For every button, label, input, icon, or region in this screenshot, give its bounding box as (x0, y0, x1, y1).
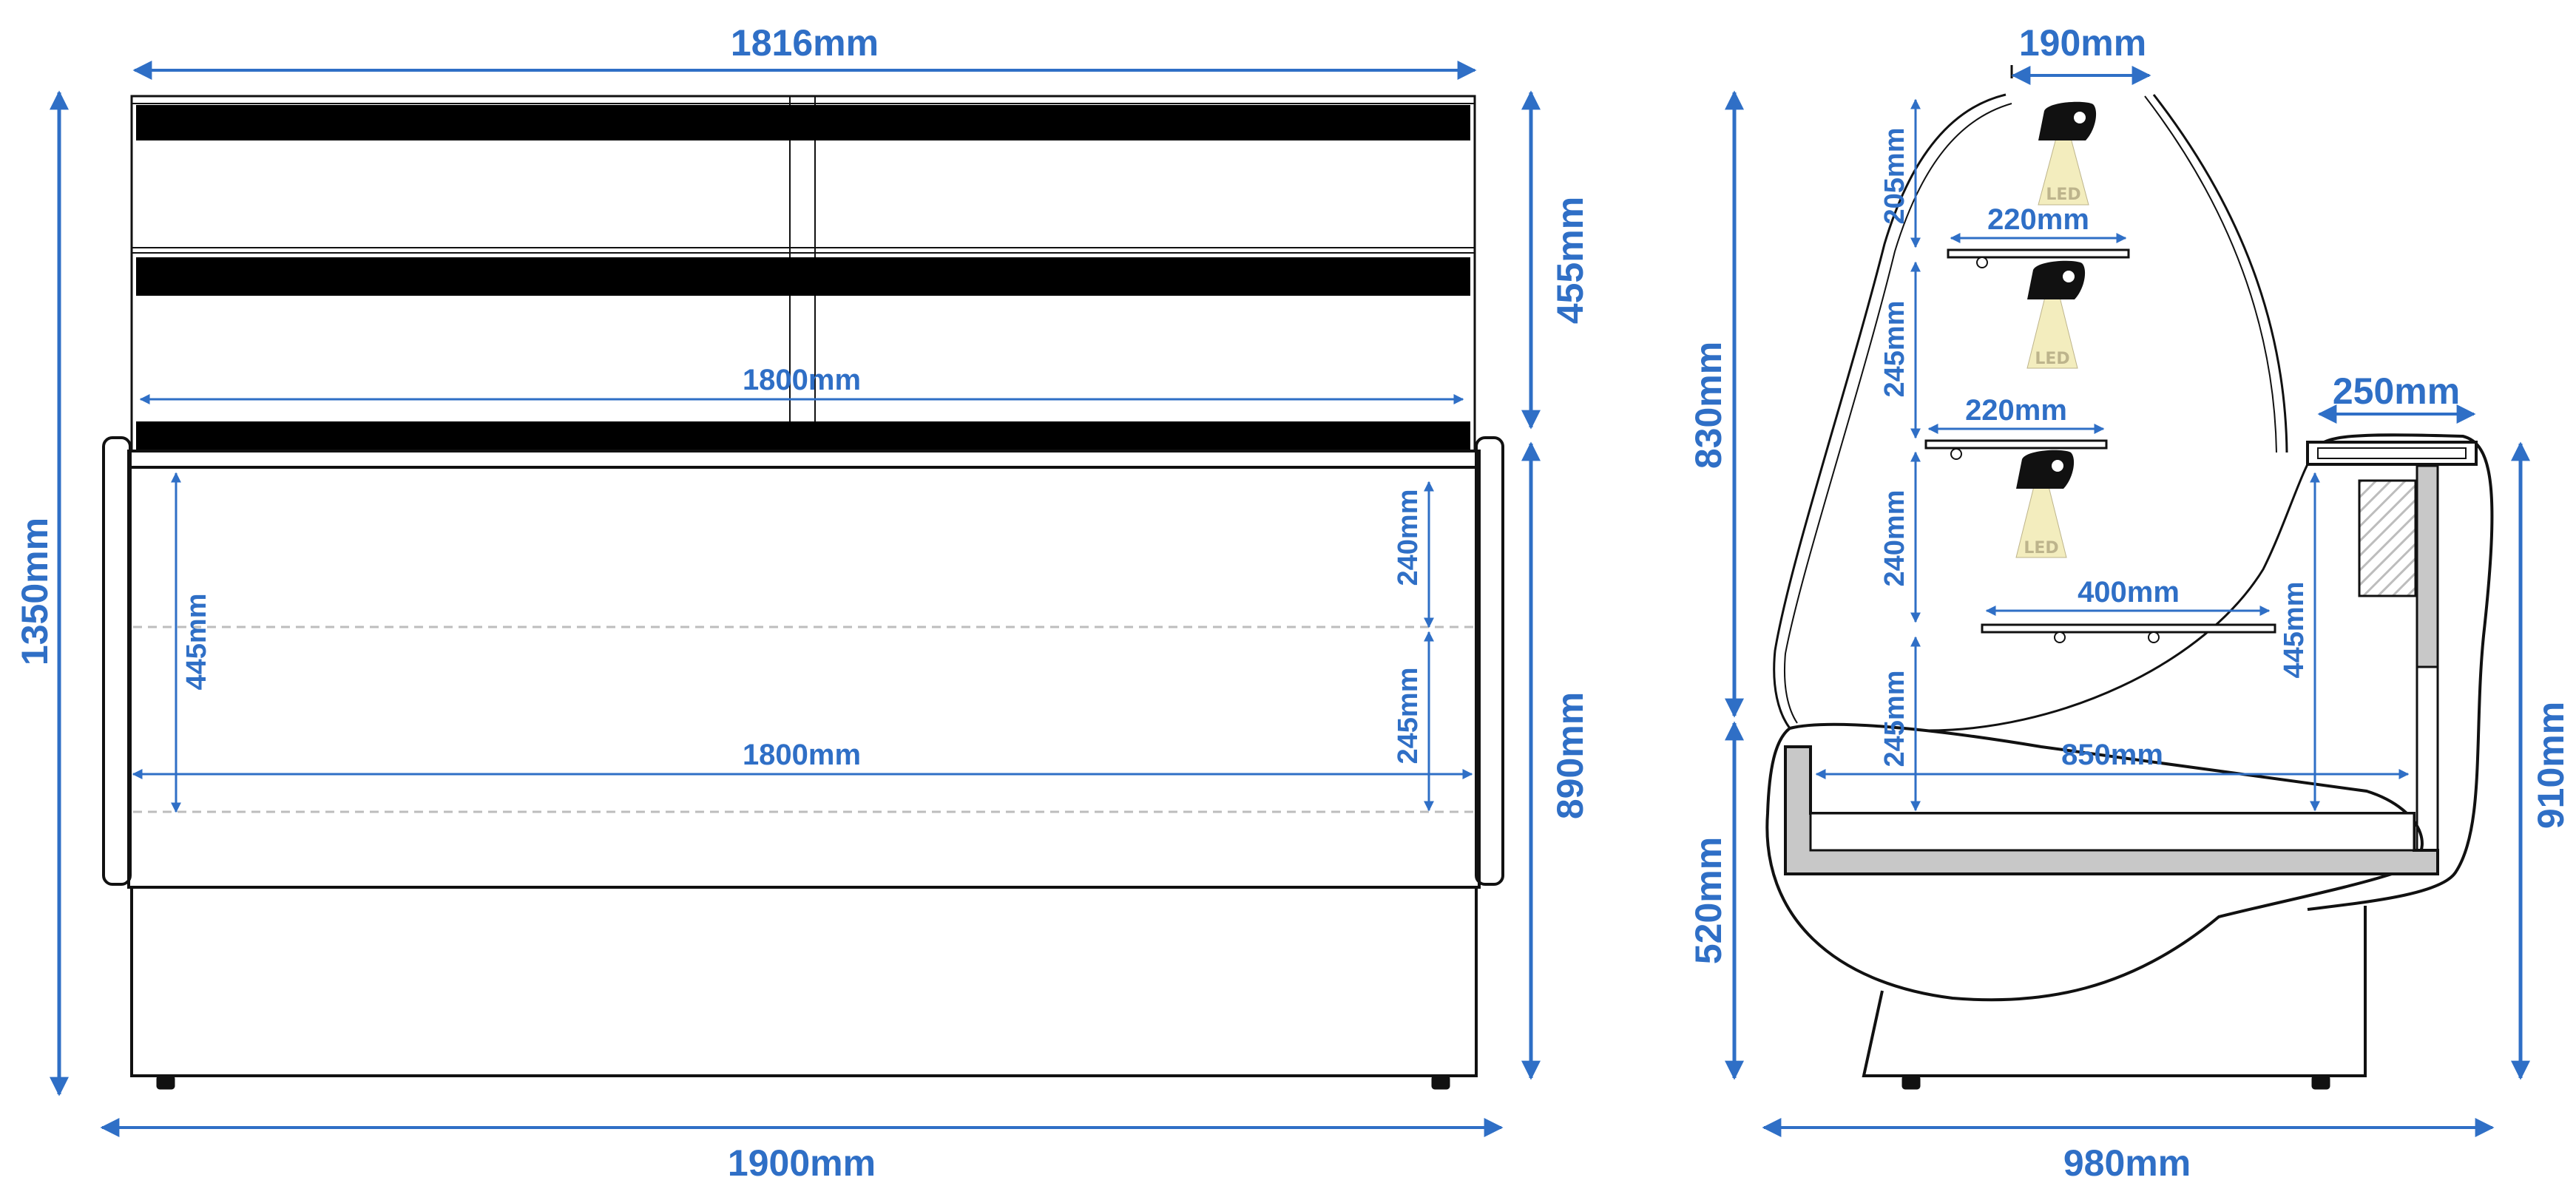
side-top-width-label: 190mm (2019, 22, 2146, 64)
side-total-depth-label: 980mm (2063, 1142, 2191, 1183)
side-curved-glass-inner (1783, 103, 2012, 724)
led-light-1: LED (2038, 101, 2097, 206)
side-rear-glass (2152, 94, 2288, 453)
side-counter-height-label: 445mm (2279, 582, 2310, 679)
side-right-height-label: 910mm (2530, 702, 2572, 829)
led-label: LED (2035, 350, 2069, 368)
side-view (1765, 65, 2494, 1090)
side-curved-glass (1773, 93, 2007, 729)
side-shelf-1-width-label: 220mm (1987, 203, 2089, 236)
led-lights: LED LED LED (2015, 101, 2097, 558)
side-shelf-3-width-label: 400mm (2078, 576, 2180, 609)
side-counter-top (2306, 441, 2478, 466)
front-base (130, 886, 1478, 1077)
led-lamp-dot (2074, 112, 2086, 123)
front-lower-height-label: 890mm (1549, 692, 1591, 819)
side-shelf-1-bracket (1976, 257, 1988, 268)
side-shelf-3 (1981, 623, 2276, 634)
front-width-label: 1816mm (731, 22, 879, 64)
front-shelf-gap-upper-label: 240mm (1393, 489, 1424, 586)
side-shelf-1 (1947, 248, 2130, 259)
led-label: LED (2046, 186, 2080, 204)
side-upper-height-label: 830mm (1688, 342, 1729, 469)
led-lamp-icon (2016, 450, 2075, 489)
side-hatched-panel (2358, 479, 2417, 597)
side-dimension-labels: 190mm 205mm 220mm 245mm 220mm 240mm 400m… (1688, 22, 2572, 1183)
front-left-end-panel (102, 436, 132, 886)
led-label: LED (2024, 539, 2058, 557)
side-base-depth-label: 850mm (2061, 739, 2163, 771)
led-light-2: LED (2026, 260, 2086, 369)
side-basin-inner (1809, 812, 2416, 852)
led-lamp-icon (2027, 260, 2086, 299)
led-lamp-icon (2038, 101, 2097, 140)
front-footprint-width-label: 1900mm (728, 1142, 876, 1183)
led-lamp-dot (2052, 460, 2063, 472)
front-total-height-label: 1350mm (14, 518, 55, 665)
side-right-body (2307, 433, 2494, 911)
front-shelf-middle (136, 257, 1470, 296)
side-counter-inner (2317, 447, 2467, 459)
side-foot-left (1901, 1075, 1921, 1090)
side-shelf-2-bracket (1950, 448, 1962, 460)
front-shelf-gap-lower-label: 245mm (1393, 668, 1424, 765)
front-upper-height-label: 455mm (1549, 197, 1591, 324)
led-light-3: LED (2015, 450, 2075, 558)
side-counter-width-label: 250mm (2333, 370, 2460, 412)
side-shelf-gap-1-label: 245mm (1879, 301, 1910, 398)
side-shelf-2-width-label: 220mm (1965, 394, 2067, 427)
front-dimension-lines (50, 61, 1541, 1137)
side-dimension-lines (1725, 66, 2530, 1137)
front-view (102, 95, 1504, 1090)
front-shelf-width-label: 1800mm (743, 364, 861, 396)
side-lower-height-label: 520mm (1688, 837, 1729, 964)
side-shelf-gap-3-label: 245mm (1879, 671, 1910, 767)
front-shelf-top (136, 105, 1470, 140)
front-shelf-bottom (136, 421, 1470, 450)
front-base-width-label: 1800mm (743, 739, 861, 771)
side-base (1862, 906, 2367, 1077)
side-shelf-gap-2-label: 240mm (1879, 490, 1910, 587)
front-right-end-panel (1475, 436, 1504, 886)
side-shelf-3-bracket (2148, 631, 2160, 643)
front-interior-height-label: 445mm (181, 594, 212, 691)
front-foot-left (156, 1075, 175, 1090)
front-cabinet (127, 450, 1481, 889)
side-rear-glass-inner (2144, 95, 2277, 453)
side-shelf-2 (1924, 439, 2108, 450)
led-lamp-dot (2063, 271, 2075, 282)
side-foot-right (2311, 1075, 2330, 1090)
side-body-outline (1765, 722, 2424, 1002)
side-rear-post (2416, 464, 2439, 668)
front-foot-right (1431, 1075, 1450, 1090)
side-shelf-3-bracket (2054, 631, 2066, 643)
front-dimension-labels: 1816mm 1350mm 455mm 890mm 1800mm 445mm 2… (14, 22, 1591, 1183)
side-light-gap-label: 205mm (1879, 128, 1910, 225)
